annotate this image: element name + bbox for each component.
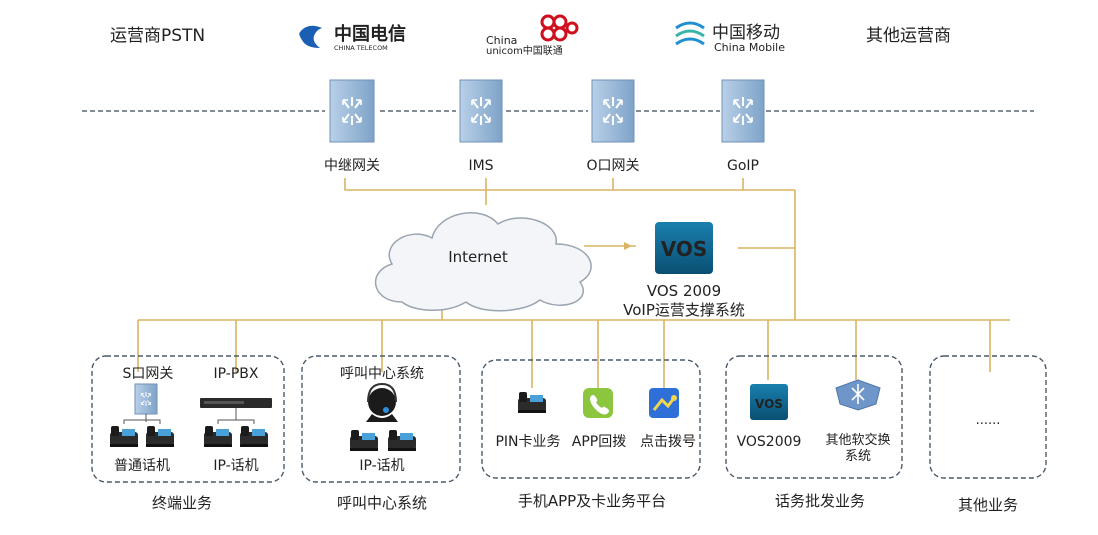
click-to-dial-label: 点击拨号: [640, 434, 696, 450]
arrow-head-icon: [624, 242, 632, 250]
cloud-icon: [374, 212, 592, 312]
telecom-name-cn: 中国电信: [334, 23, 406, 45]
group-box-other: [929, 355, 1047, 479]
group-caption-terminal: 终端业务: [152, 494, 212, 512]
agent-headset-icon: [366, 382, 398, 422]
vos-core: VOS VOS 2009 VoIP运营支撑系统: [623, 222, 745, 319]
china-telecom-logo: 中国电信 CHINA TELECOM: [299, 23, 406, 52]
phone-icon: [518, 392, 546, 413]
phone-icon: [388, 430, 416, 451]
group-other: ...... 其他业务: [958, 413, 1018, 514]
s-port-gateway-icon: [134, 383, 158, 415]
mobile-emblem-icon: [675, 21, 705, 46]
gateway-o-port: O口网关: [586, 79, 640, 174]
gateway-trunk: 中继网关: [324, 79, 380, 174]
group-wholesale: VOS VOS2009 其他软交换 系统 话务批发业务: [737, 379, 891, 510]
phone-icon: [204, 426, 232, 447]
pin-card-label: PIN卡业务: [495, 434, 560, 450]
others-carrier-label: 其他运营商: [866, 26, 951, 46]
china-mobile-logo: 中国移动 China Mobile: [675, 21, 785, 54]
vos-logo-text: VOS: [661, 237, 708, 261]
ip-phone-label: IP-话机: [213, 458, 258, 474]
china-unicom-logo: China unicom中国联通: [486, 14, 579, 57]
gateway-label-trunk: 中继网关: [324, 158, 380, 174]
vos2009-logo-text: VOS: [755, 397, 783, 411]
vos-name: VOS 2009: [647, 282, 721, 300]
other-ellipsis: ......: [976, 413, 1001, 428]
cloud-label: Internet: [448, 248, 508, 266]
unicom-name-en-1: China: [486, 34, 517, 47]
internet-cloud: Internet: [374, 212, 592, 312]
phone-icon: [350, 430, 378, 451]
telecom-emblem-icon: [299, 25, 322, 48]
unicom-knot-icon: [540, 14, 579, 42]
group-caption-app: 手机APP及卡业务平台: [518, 492, 666, 510]
group-box-wholesale: [725, 355, 903, 479]
pstn-label: 运营商PSTN: [110, 26, 205, 46]
mobile-name-en: China Mobile: [714, 41, 785, 54]
group-caption-callcenter: 呼叫中心系统: [337, 494, 427, 512]
softswitch-label-2: 系统: [845, 449, 871, 464]
normal-phone-label: 普通话机: [114, 458, 170, 474]
phone-icon: [110, 426, 138, 447]
gateway-label-ims: IMS: [468, 158, 493, 174]
gateway-ims: IMS: [459, 79, 503, 174]
group-boxes: [91, 355, 1047, 483]
mobile-name-cn: 中国移动: [712, 23, 780, 43]
vos-logo-icon: [655, 222, 713, 274]
vos2009-label: VOS2009: [737, 434, 802, 450]
gateway-goip: GoIP: [721, 79, 765, 174]
group-box-callcenter: [301, 355, 461, 483]
group-callcenter: 呼叫中心系统 IP-话机 呼叫中心系统: [337, 366, 427, 512]
app-callback-icon: [583, 388, 613, 418]
callcenter-item-label: 呼叫中心系统: [340, 366, 424, 382]
phone-icon: [146, 426, 174, 447]
gateway-label-o-port: O口网关: [586, 158, 639, 174]
group-app: PIN卡业务 APP回拨 点击拨号 手机APP及卡业务平台: [495, 388, 696, 510]
group-box-app: [481, 359, 701, 479]
vos-desc: VoIP运营支撑系统: [623, 301, 745, 319]
group-box-terminal: [91, 355, 285, 483]
unicom-name-en-2: unicom中国联通: [486, 44, 563, 57]
telecom-name-en: CHINA TELECOM: [334, 44, 388, 52]
group-caption-other: 其他业务: [958, 496, 1018, 514]
gateway-label-goip: GoIP: [727, 158, 759, 174]
s-port-gateway-label: S口网关: [123, 366, 174, 382]
app-callback-label: APP回拨: [572, 434, 626, 450]
group-caption-wholesale: 话务批发业务: [775, 492, 865, 510]
vos2009-logo-icon: [750, 384, 788, 420]
phone-icon: [240, 426, 268, 447]
ip-pbx-label: IP-PBX: [214, 366, 259, 382]
softswitch-label-1: 其他软交换: [825, 432, 890, 448]
callcenter-ip-phone-label: IP-话机: [359, 458, 404, 474]
group-terminal: S口网关 IP-PBX 普通话机 IP-话机 终端业务: [110, 366, 272, 512]
